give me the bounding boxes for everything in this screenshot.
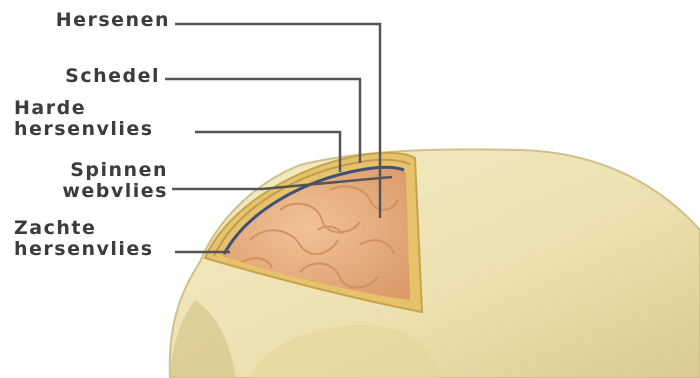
label-spinnen-line2: webvlies [40, 181, 168, 202]
label-harde-line2: hersenvlies [14, 119, 154, 140]
label-schedel: Schedel [40, 66, 160, 87]
label-zachte-line1: Zachte [14, 218, 154, 239]
leader-line-schedel [165, 79, 360, 163]
label-hersenen-text: Hersenen [40, 10, 170, 31]
label-zachte-line2: hersenvlies [14, 239, 154, 260]
label-schedel-text: Schedel [40, 66, 160, 87]
label-zachte-hersenvlies: Zachte hersenvlies [14, 218, 154, 260]
label-spinnen-line1: Spinnen [40, 160, 168, 181]
label-harde-line1: Harde [14, 98, 154, 119]
label-spinnenwebvlies: Spinnen webvlies [40, 160, 168, 202]
label-harde-hersenvlies: Harde hersenvlies [14, 98, 154, 140]
label-hersenen: Hersenen [40, 10, 170, 31]
